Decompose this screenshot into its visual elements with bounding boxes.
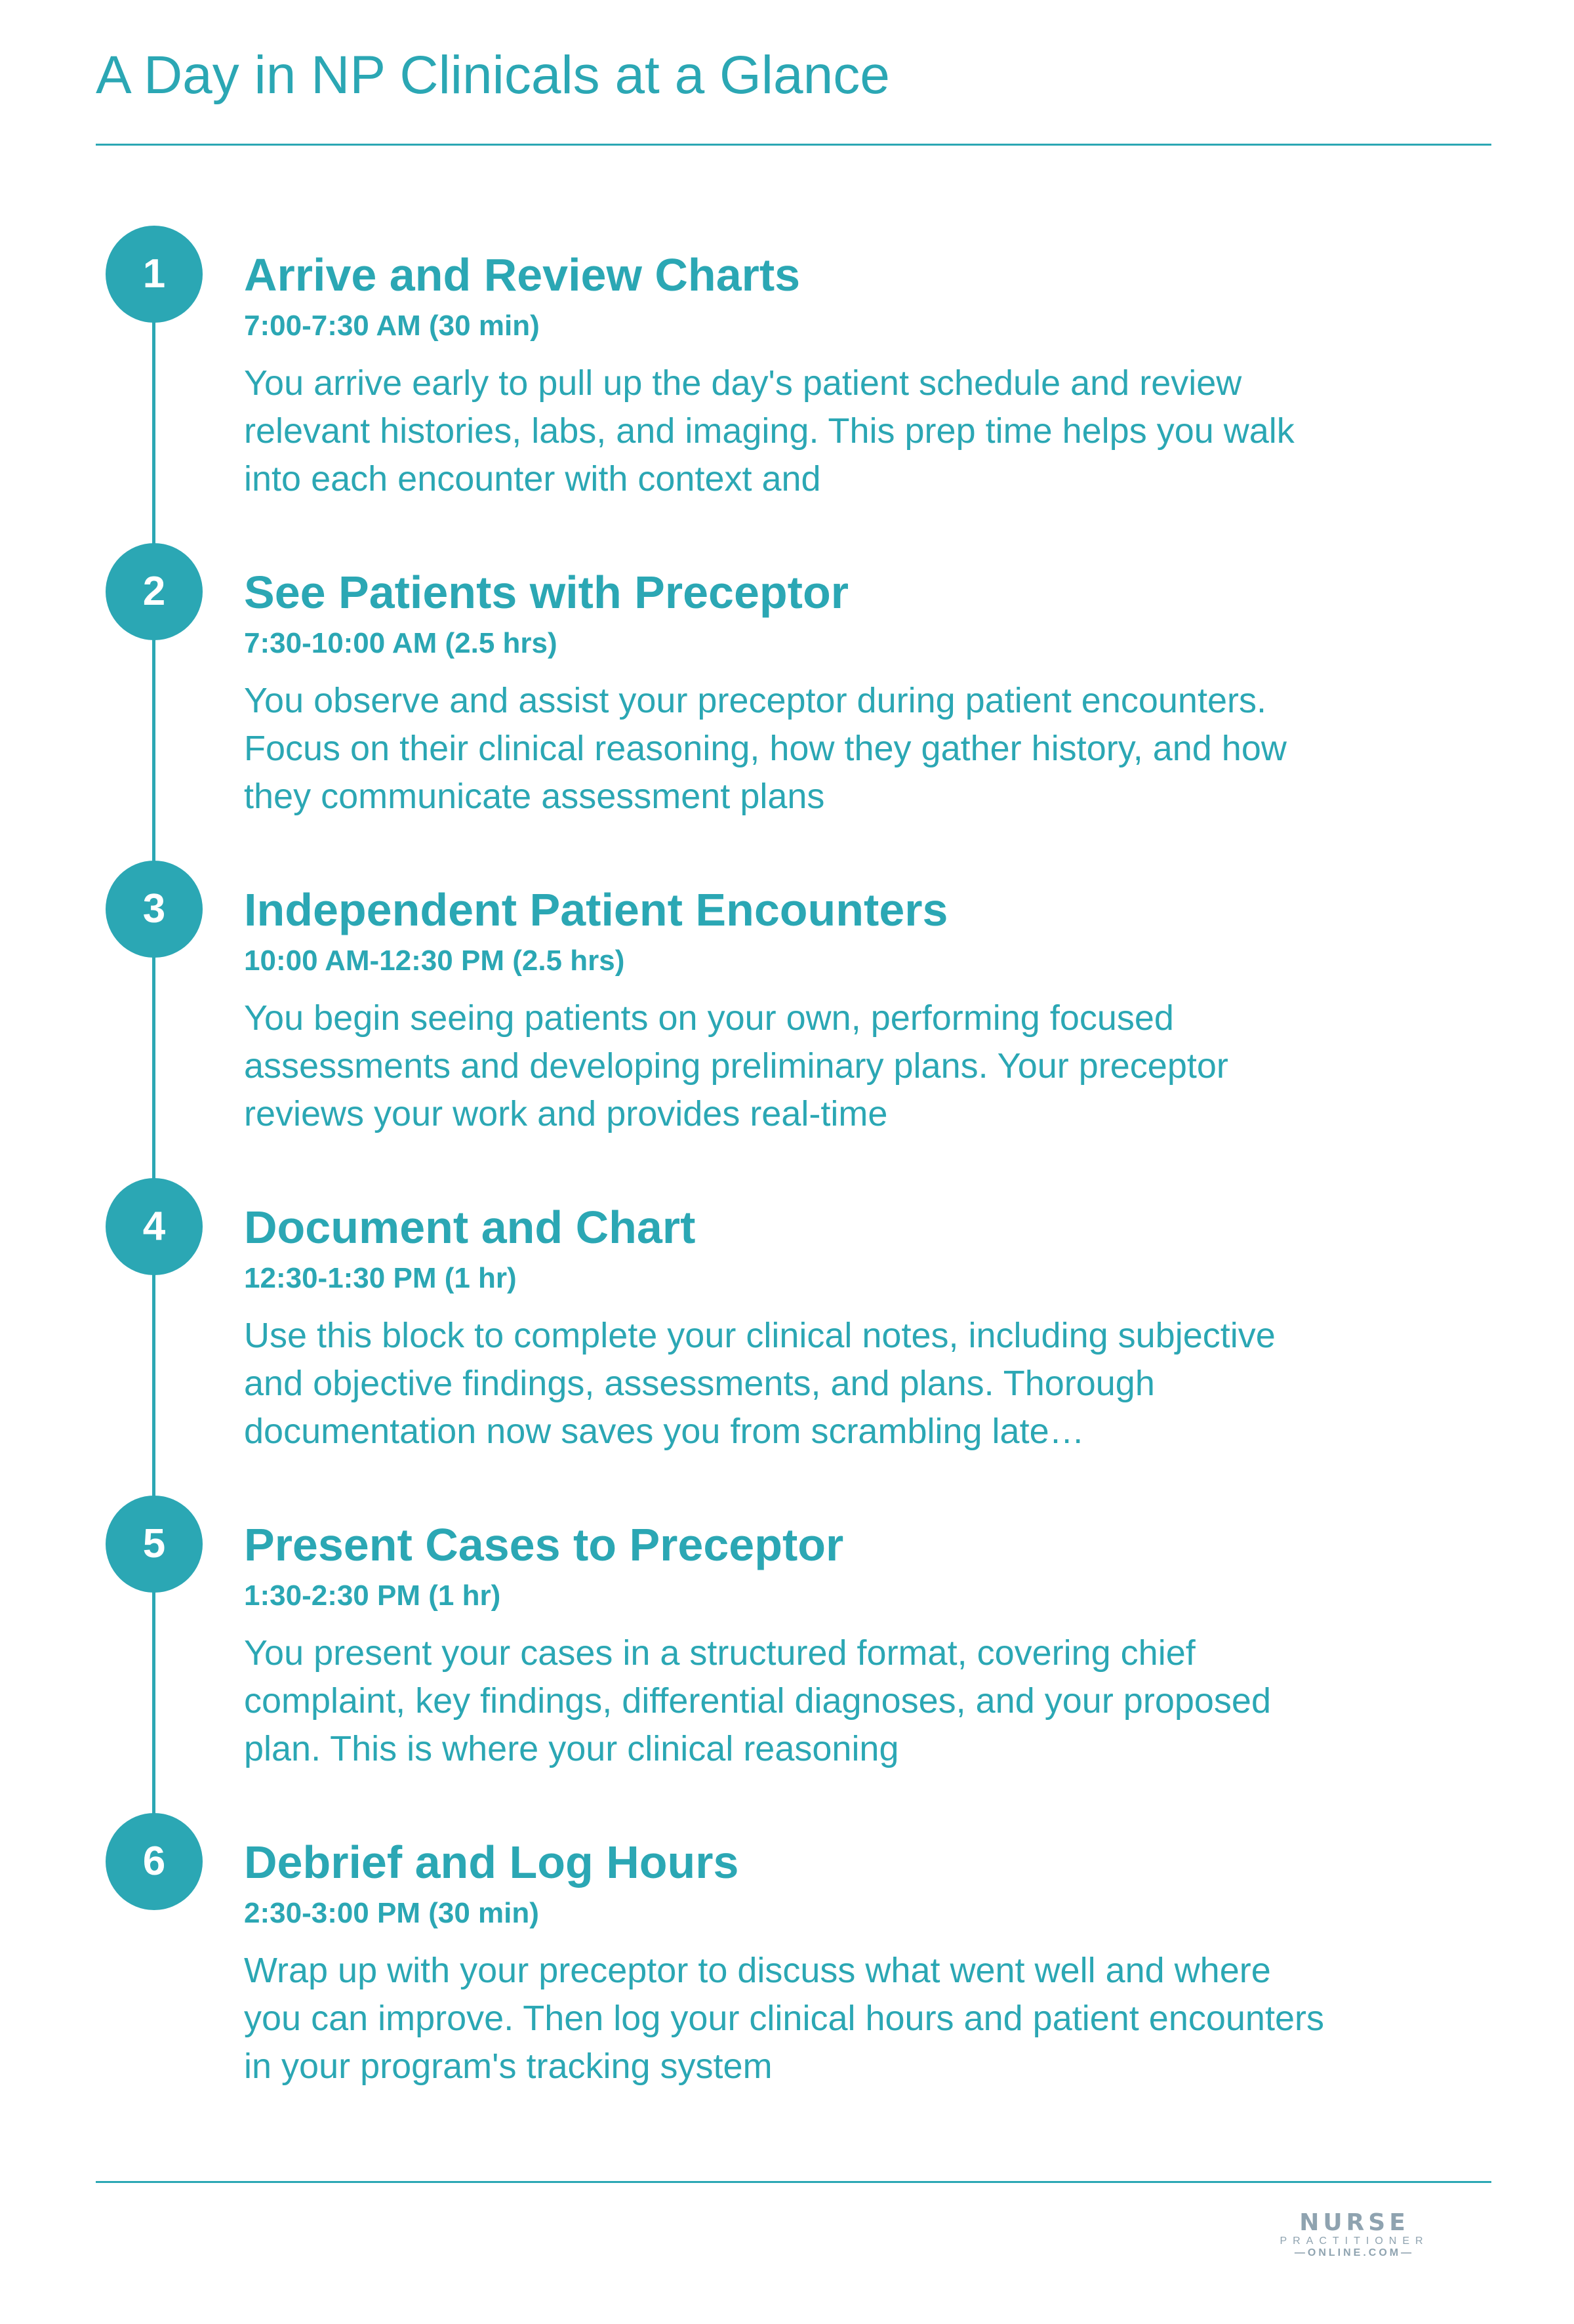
timeline-step-4: 4 Document and Chart 12:30-1:30 PM (1 hr… (0, 1178, 1574, 1454)
step-title: Independent Patient Encounters (244, 884, 948, 935)
timeline-step-1: 1 Arrive and Review Charts 7:00-7:30 AM … (0, 226, 1574, 501)
step-time: 7:00-7:30 AM (30 min) (244, 310, 540, 342)
step-title: See Patients with Preceptor (244, 567, 849, 618)
top-divider (96, 144, 1491, 146)
timeline-connector (152, 275, 155, 1863)
timeline-step-6: 6 Debrief and Log Hours 2:30-3:00 PM (30… (0, 1813, 1574, 2089)
step-time: 7:30-10:00 AM (2.5 hrs) (244, 627, 557, 659)
step-time: 1:30-2:30 PM (1 hr) (244, 1580, 501, 1612)
step-description: Wrap up with your preceptor to discuss w… (244, 1951, 1324, 2086)
logo-wordmark: NURSE (1299, 2209, 1409, 2236)
step-number-badge: 1 (106, 226, 203, 323)
step-time: 10:00 AM-12:30 PM (2.5 hrs) (244, 945, 625, 977)
step-title: Document and Chart (244, 1202, 696, 1253)
step-number-badge: 2 (106, 543, 203, 640)
timeline-step-5: 5 Present Cases to Preceptor 1:30-2:30 P… (0, 1496, 1574, 1771)
step-description: You observe and assist your preceptor du… (244, 681, 1287, 816)
step-title: Debrief and Log Hours (244, 1837, 739, 1888)
brand-logo: NURSE PRACTITIONER —ONLINE.COM— (1253, 2211, 1456, 2263)
bottom-divider (96, 2181, 1491, 2183)
step-description: You begin seeing patients on your own, p… (244, 998, 1228, 1133)
step-description: Use this block to complete your clinical… (244, 1316, 1276, 1451)
step-number-badge: 3 (106, 861, 203, 958)
step-time: 12:30-1:30 PM (1 hr) (244, 1262, 517, 1294)
step-number-badge: 4 (106, 1178, 203, 1275)
step-title: Present Cases to Preceptor (244, 1519, 844, 1570)
timeline-step-2: 2 See Patients with Preceptor 7:30-10:00… (0, 543, 1574, 819)
logo-domain: —ONLINE.COM— (1294, 2247, 1415, 2258)
timeline-step-3: 3 Independent Patient Encounters 10:00 A… (0, 861, 1574, 1136)
step-time: 2:30-3:00 PM (30 min) (244, 1897, 539, 1929)
logo-subtitle: PRACTITIONER (1280, 2235, 1429, 2247)
step-number-badge: 6 (106, 1813, 203, 1910)
step-description: You present your cases in a structured f… (244, 1633, 1271, 1768)
page-title: A Day in NP Clinicals at a Glance (96, 45, 890, 105)
step-number-badge: 5 (106, 1496, 203, 1593)
step-title: Arrive and Review Charts (244, 249, 801, 300)
step-description: You arrive early to pull up the day's pa… (244, 363, 1295, 499)
